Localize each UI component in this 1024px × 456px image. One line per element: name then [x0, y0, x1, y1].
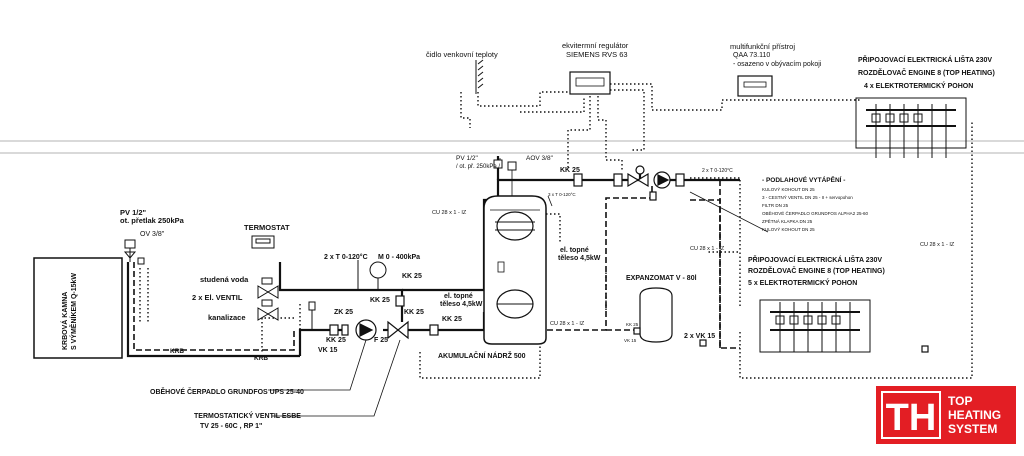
regulator-box	[569, 71, 611, 95]
label-kk25-b: KK 25	[370, 297, 390, 304]
label-stove-1: KRBOVÁ KAMNA	[60, 292, 69, 350]
label-strip-bot-3: 5 x ELEKTROTERMICKÝ POHON	[748, 278, 857, 287]
label-krb-2: KRB	[254, 355, 268, 362]
outdoor-sensor	[475, 59, 484, 94]
label-tank: AKUMULAČNÍ NÁDRŽ 500	[438, 351, 526, 360]
label-pipe-cu-1: CU 28 x 1 - IZ	[432, 210, 467, 216]
left-relief-valve	[123, 239, 145, 265]
expansion-vessel	[639, 287, 673, 343]
electric-valves	[257, 277, 279, 321]
label-pv-left-2: ot. přetlak 250kPa	[120, 216, 185, 225]
label-strip-top-2: ROZDĚLOVAČ ENGINE 8 (TOP HEATING)	[858, 68, 995, 77]
label-floor-item-3: FILTR DN 25	[762, 203, 789, 208]
label-pv-top-2: / ot. př. 250kPa /	[456, 164, 500, 170]
label-pump-note: OBĚHOVÉ ČERPADLO GRUNDFOS UPS 25-40	[150, 387, 304, 396]
label-heater-2-a: el. topné	[560, 247, 589, 254]
label-regulator-2: SIEMENS RVS 63	[566, 50, 628, 59]
label-pipe-cu-2: CU 28 x 1 - IZ	[550, 321, 585, 327]
label-sensor-outdoor: čidlo venkovní teploty	[426, 50, 498, 59]
label-heater-1-a: el. topné	[444, 293, 473, 300]
multifunction-device	[737, 75, 773, 97]
label-aov: AOV 3/8"	[526, 155, 554, 162]
label-kk25-e: KK 25	[442, 316, 462, 323]
label-mano: M 0 - 400kPa	[378, 254, 420, 261]
label-strip-bot-1: PŘIPOJOVACÍ ELEKTRICKÁ LIŠTA 230V	[748, 255, 882, 264]
top-heating-logo: TH TOP HEATING SYSTEM	[876, 386, 1016, 444]
termostat-box	[251, 235, 275, 249]
right-group-fittings	[573, 165, 929, 353]
wall-lines	[0, 140, 1024, 154]
label-multi-3: - osazeno v obývacím pokoji	[733, 61, 822, 68]
label-kk25-f: KK 25	[560, 167, 580, 174]
label-el-ventil: 2 x El. VENTIL	[192, 293, 243, 302]
labels: čidlo venkovní teploty ekvitermní regulá…	[60, 41, 995, 430]
label-pv-top-1: PV 1/2"	[456, 155, 479, 162]
label-cold-water: studená voda	[200, 275, 249, 284]
label-kanalizace: kanalizace	[208, 313, 246, 322]
logo-line-1: TOP	[948, 394, 972, 408]
label-pv-left-1: PV 1/2"	[120, 208, 147, 217]
label-valve-note-1: TERMOSTATICKÝ VENTIL ESBE	[194, 411, 301, 420]
stove-box	[33, 257, 123, 359]
label-pipe-cu-4: CU 28 x 1 - IZ	[920, 242, 955, 248]
label-stove-2: S VÝMĚNÍKEM Q-15kW	[69, 273, 78, 350]
label-floor-item-5: ZPĚTNÁ KLAPKA DN 25	[762, 217, 813, 224]
logo-line-3: SYSTEM	[948, 422, 997, 436]
label-kk25-small: KK 25	[626, 322, 639, 327]
label-strip-bot-2: ROZDĚLOVAČ ENGINE 8 (TOP HEATING)	[748, 266, 885, 275]
logo-background	[876, 386, 1016, 444]
label-floor-thermo: 2 x T 0-120°C	[702, 168, 733, 174]
label-thermo: 2 x T 0-120°C	[324, 253, 368, 261]
label-kk25-d: KK 25	[326, 337, 346, 344]
label-valve-note-2: TV 25 - 60C , RP 1"	[200, 423, 262, 430]
label-heater-1-b: těleso 4,5kW	[440, 301, 483, 308]
label-zk25: ZK 25	[334, 309, 353, 316]
manifold-bottom	[759, 299, 871, 353]
label-floor-item-6: KULOVÝ KOHOUT DN 25	[762, 226, 815, 232]
label-expanzomat: EXPANZOMAT V - 80l	[626, 275, 697, 282]
label-vk15-small: VK 15	[624, 338, 637, 343]
label-tank-thermo: 3 x T 0-120°C	[548, 192, 576, 197]
logo-mark: TH	[886, 397, 937, 439]
tank-top-valves	[493, 159, 517, 171]
label-vk15-2x: 2 x VK 15	[684, 333, 715, 340]
label-floor-title: - PODLAHOVÉ VYTÁPĚNÍ -	[762, 175, 845, 184]
label-pipe-cu-3: CU 28 x 1 - IZ	[690, 246, 725, 252]
label-floor-item-1: KULOVÝ KOHOUT DN 25	[762, 186, 815, 192]
label-floor-item-2: 3 - CESTNÝ VENTIL DN 25 - II + servopoho…	[762, 194, 853, 200]
label-vk15: VK 15	[318, 347, 338, 354]
label-kk25-a: KK 25	[402, 273, 422, 280]
logo-mark-box	[881, 391, 941, 439]
gauges	[308, 260, 387, 330]
label-ov: OV 3/8"	[140, 231, 165, 238]
label-floor-item-4: OBĚHOVÉ ČERPADLO GRUNDFOS ALPHA2 25-60	[762, 209, 868, 216]
label-strip-top-3: 4 x ELEKTROTERMICKÝ POHON	[864, 81, 973, 90]
label-f25: F 25	[374, 337, 388, 344]
label-heater-2-b: těleso 4,5kW	[558, 255, 601, 262]
label-strip-top-1: PŘIPOJOVACÍ ELEKTRICKÁ LIŠTA 230V	[858, 55, 992, 64]
label-multi-2: QAA 73.110	[733, 52, 770, 59]
label-termostat: TERMOSTAT	[244, 223, 290, 232]
label-multi-1: multifunkční přístroj	[730, 42, 795, 51]
label-krb-1: KRB	[170, 348, 184, 355]
label-kk25-c: KK 25	[404, 309, 424, 316]
manifold-top	[855, 97, 967, 158]
left-circuit-fittings	[329, 295, 439, 341]
storage-tank	[483, 195, 547, 345]
label-regulator-1: ekvitermní regulátor	[562, 41, 629, 50]
logo-line-2: HEATING	[948, 408, 1001, 422]
